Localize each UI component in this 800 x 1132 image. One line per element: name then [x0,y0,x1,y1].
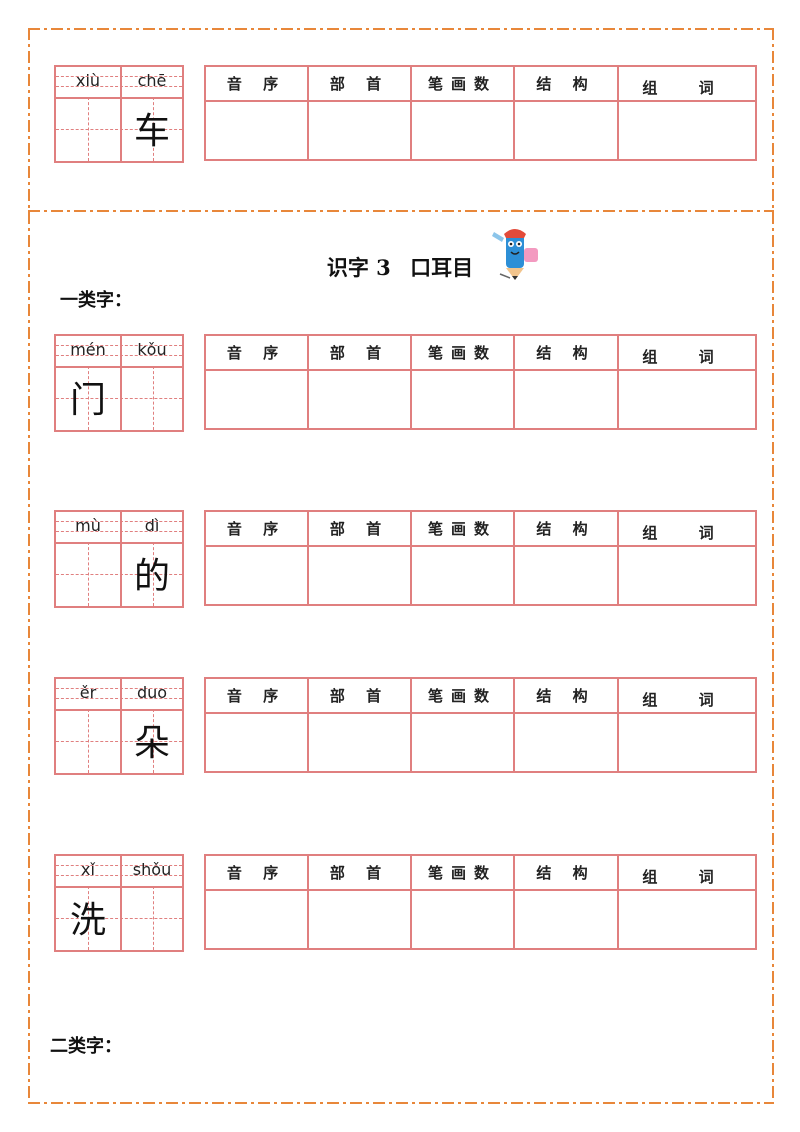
answer-yinxu[interactable] [206,714,309,771]
header-zuci: 组 词 [619,336,755,371]
hanzi-left: 洗 [69,900,106,941]
frame-top-edge [28,28,774,30]
header-bushou: 部 首 [309,336,412,371]
pinyin-right: chē [137,71,167,90]
header-yinxu: 音 序 [206,679,309,714]
hanzi-right: 车 [133,111,170,152]
answer-zuci[interactable] [619,547,755,604]
header-bushou: 部 首 [309,67,412,102]
answer-bihuashu[interactable] [412,547,515,604]
pinyin-right: dì [144,516,160,535]
header-zuci: 组 词 [619,679,755,714]
answer-bushou[interactable] [309,891,412,948]
header-jiegou: 结 构 [515,67,619,102]
section-first-class: 一类字： [60,290,132,311]
header-yinxu: 音 序 [206,856,309,891]
answer-jiegou[interactable] [515,371,619,428]
pencil-mascot-icon [492,229,538,280]
info-table-mu-di: 音 序 部 首 笔画数 结 构 组 词 [204,510,757,606]
pinyin-row [56,67,182,99]
header-bihuashu: 笔画数 [412,336,515,371]
frame-left-edge [28,28,30,1104]
header-jiegou: 结 构 [515,679,619,714]
answer-bushou[interactable] [309,547,412,604]
hanzi-left [56,713,120,775]
answer-jiegou[interactable] [515,891,619,948]
header-jiegou: 结 构 [515,336,619,371]
pinyin-left: ěr [79,683,97,702]
header-zuci: 组 词 [619,856,755,891]
answer-jiegou[interactable] [515,547,619,604]
answer-yinxu[interactable] [206,891,309,948]
tianzi-grid-mu-di: mù dì 的 [54,510,184,608]
answer-zuci[interactable] [619,714,755,771]
pinyin-right: kǒu [137,340,167,359]
header-bushou: 部 首 [309,856,412,891]
hanzi-left [56,101,120,163]
info-table-men-kou: 音 序 部 首 笔画数 结 构 组 词 [204,334,757,430]
answer-bushou[interactable] [309,371,412,428]
answer-zuci[interactable] [619,102,755,159]
info-table-che: 音 序 部 首 笔画数 结 构 组 词 [204,65,757,161]
page-title: 识字 3 口耳目 [0,252,800,282]
pinyin-left: xǐ [81,860,95,879]
answer-bushou[interactable] [309,102,412,159]
answer-yinxu[interactable] [206,547,309,604]
hanzi-left: 门 [69,380,106,421]
answer-yinxu[interactable] [206,102,309,159]
tianzi-grid-er-duo: ěr duo 朵 [54,677,184,775]
pinyin-right: shǒu [132,860,172,879]
pinyin-left: xiù [75,71,101,90]
header-yinxu: 音 序 [206,67,309,102]
header-bihuashu: 笔画数 [412,67,515,102]
hanzi-left [56,546,120,608]
hanzi-right: 朵 [133,723,170,764]
hanzi-right [120,890,184,952]
lesson-characters: 口耳目 [410,255,474,280]
info-table-er-duo: 音 序 部 首 笔画数 结 构 组 词 [204,677,757,773]
answer-jiegou[interactable] [515,714,619,771]
answer-zuci[interactable] [619,371,755,428]
header-jiegou: 结 构 [515,512,619,547]
answer-bihuashu[interactable] [412,714,515,771]
header-zuci: 组 词 [619,512,755,547]
header-bushou: 部 首 [309,512,412,547]
answer-yinxu[interactable] [206,371,309,428]
hanzi-right [120,370,184,432]
header-yinxu: 音 序 [206,512,309,547]
header-yinxu: 音 序 [206,336,309,371]
answer-zuci[interactable] [619,891,755,948]
lesson-number: 识字 3 [326,255,391,280]
answer-bihuashu[interactable] [412,371,515,428]
header-bushou: 部 首 [309,679,412,714]
tianzi-grid-che: xiù chē 车 [54,65,184,163]
tianzi-grid-men-kou: mén kǒu 门 [54,334,184,432]
tianzi-grid-xi-shou: xǐ shǒu 洗 [54,854,184,952]
header-bihuashu: 笔画数 [412,512,515,547]
pinyin-right: duo [136,683,168,702]
frame-right-edge [772,28,774,1104]
answer-bihuashu[interactable] [412,102,515,159]
answer-jiegou[interactable] [515,102,619,159]
section-second-class: 二类字： [50,1036,122,1057]
pinyin-left: mù [75,516,101,535]
pinyin-left: mén [70,340,106,359]
header-bihuashu: 笔画数 [412,679,515,714]
header-bihuashu: 笔画数 [412,856,515,891]
header-jiegou: 结 构 [515,856,619,891]
answer-bihuashu[interactable] [412,891,515,948]
hanzi-right: 的 [133,556,170,597]
frame-divider [28,210,774,212]
answer-bushou[interactable] [309,714,412,771]
info-table-xi-shou: 音 序 部 首 笔画数 结 构 组 词 [204,854,757,950]
header-zuci: 组 词 [619,67,755,102]
frame-bottom-edge [28,1102,774,1104]
